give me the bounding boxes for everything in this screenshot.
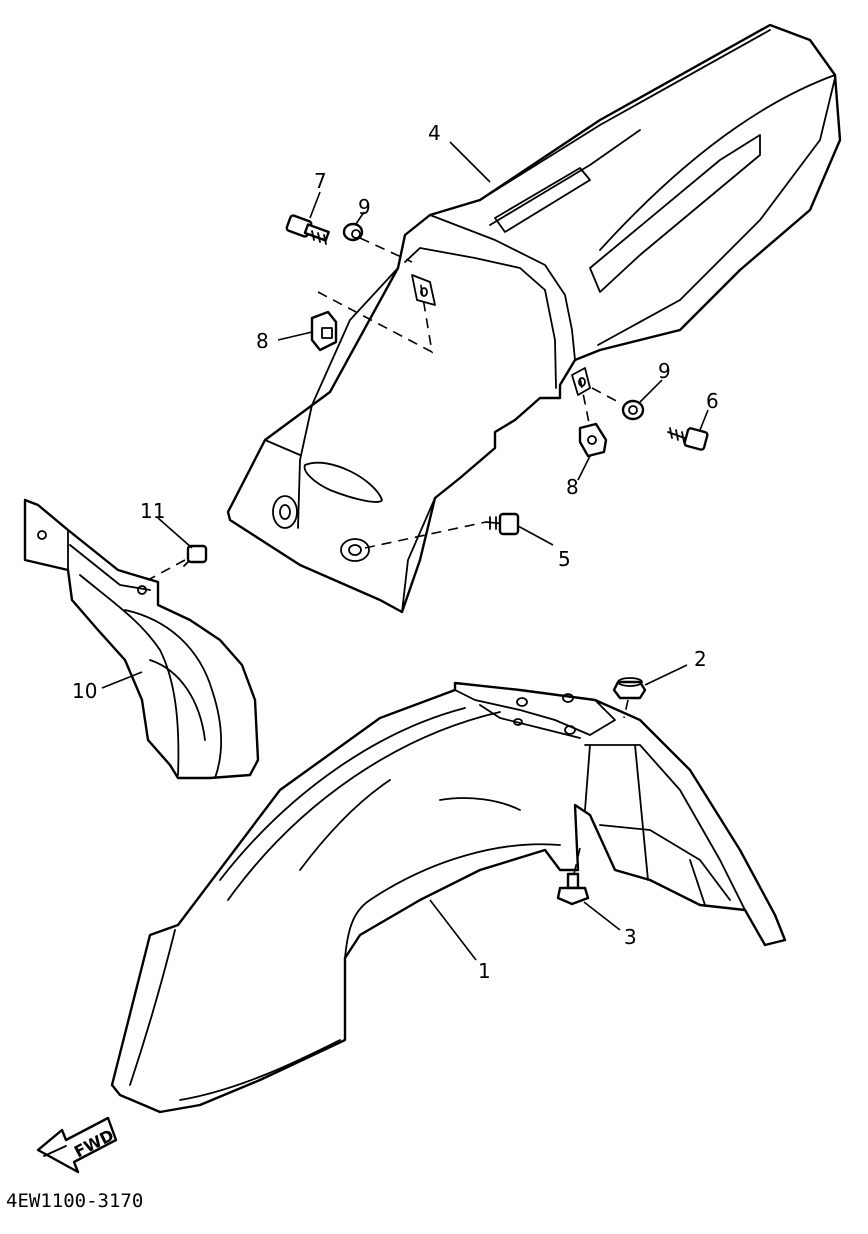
forward-arrow-icon: FWD xyxy=(36,1116,118,1174)
rear-fender xyxy=(226,23,842,614)
callout-8b: 8 xyxy=(566,475,579,499)
callout-3: 3 xyxy=(624,925,637,949)
callout-9a: 9 xyxy=(358,195,371,219)
leader-lines xyxy=(101,141,709,961)
nut-clip-8a-icon xyxy=(310,310,338,352)
callout-labels: 1 2 3 4 5 6 7 8 8 9 9 10 11 xyxy=(72,121,719,983)
callout-8a: 8 xyxy=(256,329,269,353)
screw-11-icon xyxy=(183,544,208,567)
callout-9b: 9 xyxy=(658,359,671,383)
callout-4: 4 xyxy=(428,121,441,145)
screw-2-icon xyxy=(612,677,647,700)
callout-10: 10 xyxy=(72,679,97,703)
bolt-5-icon xyxy=(485,512,520,536)
callout-6: 6 xyxy=(706,389,719,413)
callout-7: 7 xyxy=(314,169,327,193)
callout-2: 2 xyxy=(694,647,707,671)
mud-guard xyxy=(23,498,260,780)
front-fender xyxy=(110,681,787,1114)
screw-3-icon xyxy=(556,872,590,906)
bolt-6-icon xyxy=(667,427,709,451)
collar-9b-icon xyxy=(621,399,645,421)
collar-9a-icon xyxy=(342,222,364,242)
bolt-7-icon xyxy=(285,214,330,245)
drawing-code: 4EW1100-3170 xyxy=(6,1190,143,1212)
callout-1: 1 xyxy=(478,959,491,983)
assembly-lines xyxy=(147,237,629,875)
nut-clip-8b-icon xyxy=(578,422,608,458)
callout-11: 11 xyxy=(140,499,165,523)
callout-5: 5 xyxy=(558,547,571,571)
